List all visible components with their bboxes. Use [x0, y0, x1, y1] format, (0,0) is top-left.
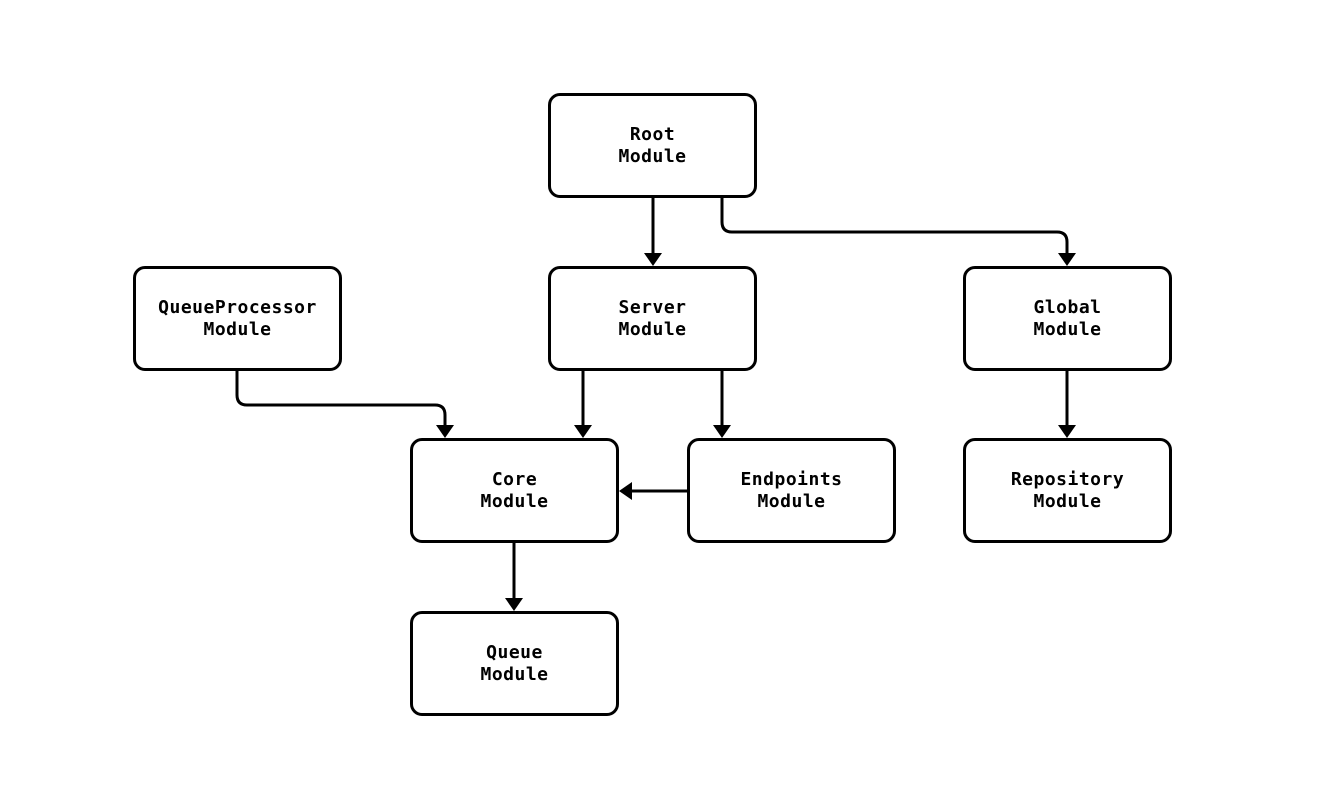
edge-server-to-core [574, 371, 592, 438]
node-label-line2: Module [1033, 318, 1102, 340]
edge-endpoints-to-core [619, 482, 687, 500]
edge-queueprocessor-to-core [235, 371, 454, 438]
arrowhead-icon [619, 482, 632, 500]
arrowhead-icon [574, 425, 592, 438]
arrowhead-icon [1058, 425, 1076, 438]
edge-root-to-server [644, 198, 662, 266]
node-label-line1: Global [1033, 296, 1102, 318]
edge-line [235, 371, 447, 427]
arrowhead-icon [436, 425, 454, 438]
node-label-line1: QueueProcessor [158, 296, 317, 318]
edge-global-to-repository [1058, 371, 1076, 438]
node-label-line1: Server [618, 296, 687, 318]
edge-server-to-endpoints [713, 371, 731, 438]
edge-core-to-queue [505, 543, 523, 611]
node-label-line2: Module [203, 318, 272, 340]
arrowhead-icon [1058, 253, 1076, 266]
node-label-line2: Module [480, 663, 549, 685]
node-label-line1: Core [491, 468, 538, 490]
node-label-line1: Root [629, 123, 676, 145]
node-label-line1: Queue [486, 641, 543, 663]
arrowhead-icon [644, 253, 662, 266]
node-label-line1: Endpoints [740, 468, 843, 490]
node-label-line2: Module [1033, 490, 1102, 512]
edge-line [720, 198, 1069, 255]
arrowhead-icon [713, 425, 731, 438]
node-label-line2: Module [618, 318, 687, 340]
node-label-line1: Repository [1010, 468, 1125, 490]
edge-root-to-global [720, 198, 1076, 266]
node-label-line2: Module [757, 490, 826, 512]
arrowhead-icon [505, 598, 523, 611]
node-label-line2: Module [618, 145, 687, 167]
node-label-line2: Module [480, 490, 549, 512]
